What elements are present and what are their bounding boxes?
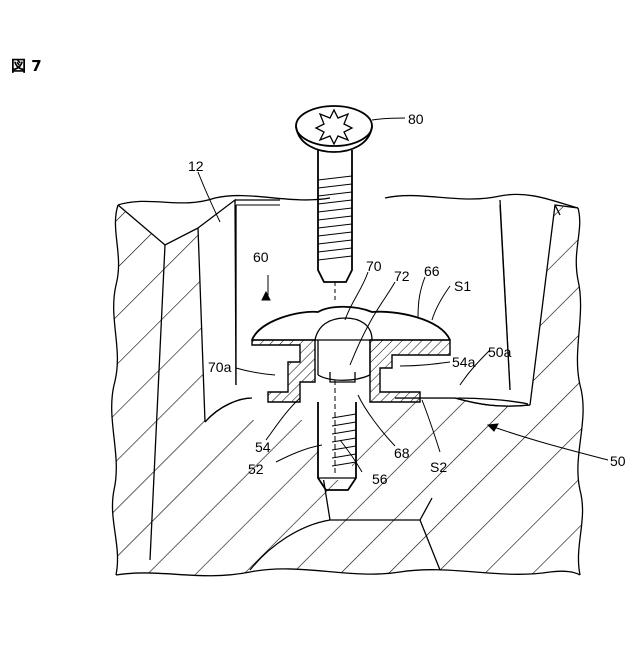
label-68: 68 [394, 445, 410, 461]
label-80: 80 [408, 111, 424, 127]
label-60: 60 [253, 249, 269, 265]
label-56: 56 [372, 471, 388, 487]
label-50: 50 [610, 453, 626, 469]
label-50a: 50a [488, 344, 512, 360]
label-S2: S2 [430, 459, 447, 475]
label-70a: 70a [208, 359, 232, 375]
label-S1: S1 [454, 278, 471, 294]
label-72: 72 [394, 268, 410, 284]
label-70: 70 [366, 258, 382, 274]
label-12: 12 [188, 158, 204, 174]
figure-title: 図 7 [11, 55, 42, 76]
label-54a: 54a [452, 354, 476, 370]
label-54: 54 [255, 439, 271, 455]
label-66: 66 [424, 263, 440, 279]
label-52: 52 [248, 461, 264, 477]
